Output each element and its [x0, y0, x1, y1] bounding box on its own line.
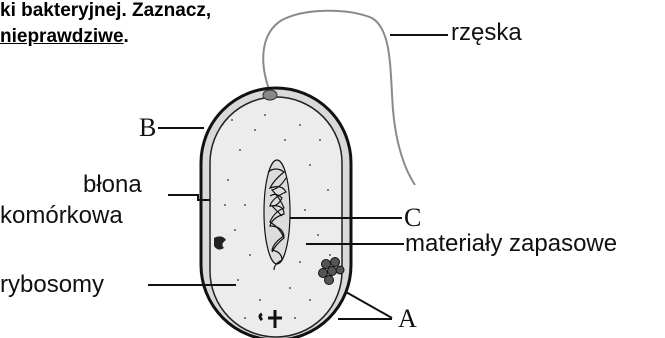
label-a: A	[398, 305, 417, 333]
label-ribosomes: rybosomy	[0, 272, 104, 298]
label-b: B	[139, 114, 156, 142]
label-membrane-line-2: komórkowa	[0, 203, 123, 229]
label-membrane-line-1: błona	[83, 172, 142, 198]
label-storage: materiały zapasowe	[405, 231, 617, 257]
flagellum-basal-body	[263, 90, 277, 100]
label-c: C	[404, 204, 421, 232]
label-flagellum: rzęska	[451, 20, 522, 46]
